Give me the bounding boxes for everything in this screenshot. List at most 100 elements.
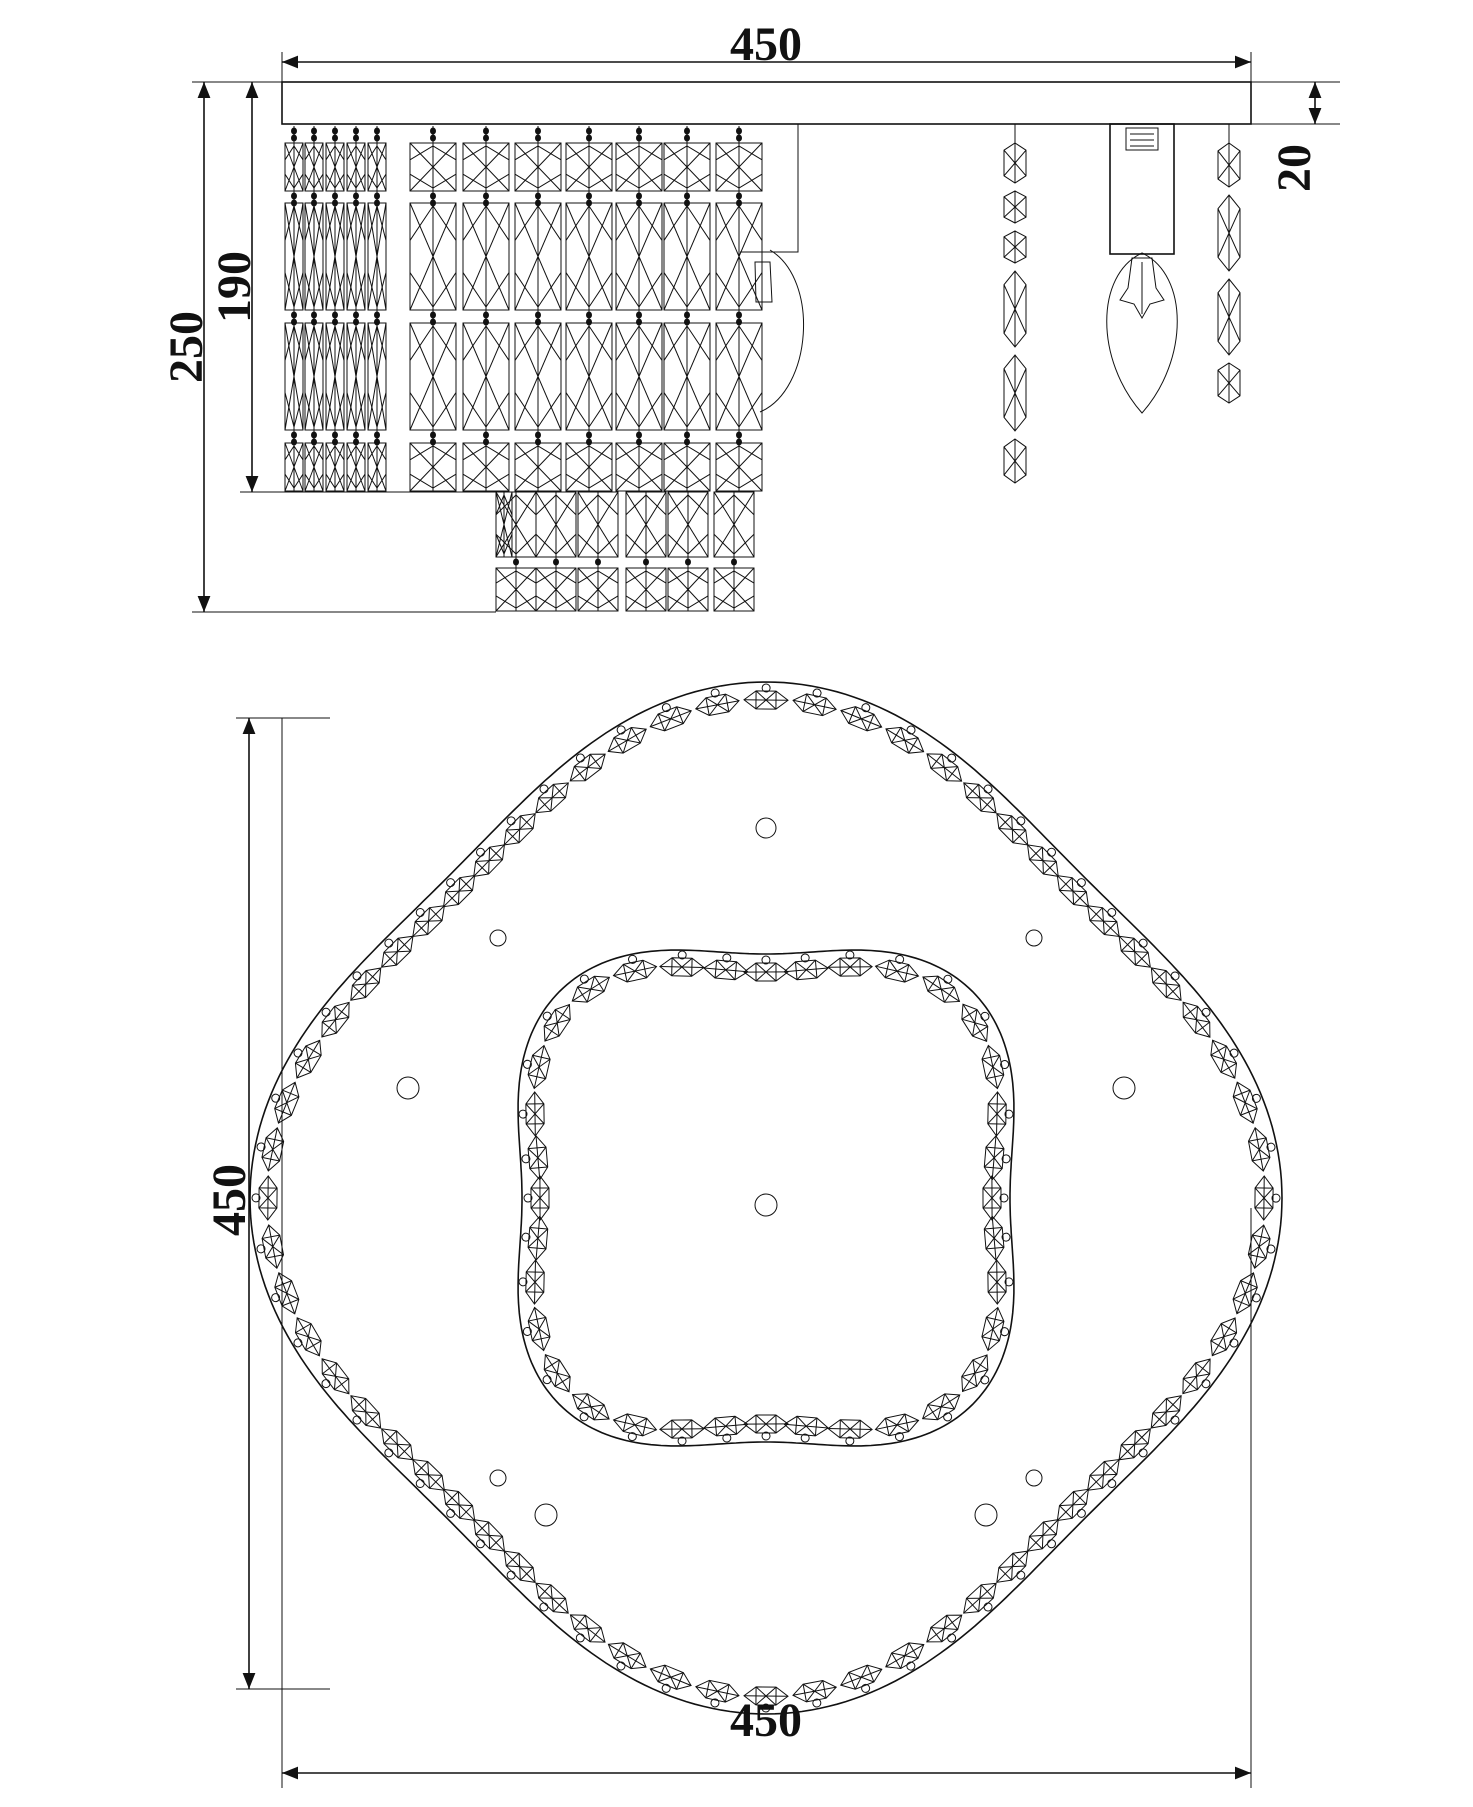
canopy-dimension: 20 — [1251, 81, 1340, 192]
crystal-prism — [284, 442, 304, 492]
plan-height-dimension: 450 — [203, 717, 330, 1690]
crystal-prism — [304, 202, 324, 311]
crystal-prism — [663, 322, 711, 431]
crystal-bead — [293, 1317, 322, 1357]
crystal-bead — [659, 1419, 705, 1446]
crystal-bead — [982, 1175, 1009, 1221]
crystal-bead — [442, 874, 476, 908]
crystal-bead — [703, 953, 749, 981]
crystal-prism — [346, 202, 366, 311]
crystal-bead — [1056, 874, 1090, 908]
crystal-prism — [462, 322, 510, 431]
crystal-bead — [885, 1642, 925, 1671]
crystal-prism — [715, 442, 763, 492]
crystal-bead — [827, 950, 873, 977]
crystal-bead — [996, 813, 1029, 846]
crystal-bead — [743, 683, 789, 710]
crystal-bead — [1026, 844, 1059, 877]
crystal-prism — [462, 142, 510, 192]
crystal-bead — [321, 1001, 350, 1038]
crystal-bead — [251, 1175, 278, 1221]
side-view: 450 20 250 190 — [160, 18, 1340, 613]
crystal-bead — [1182, 1358, 1211, 1395]
crystal-prism — [535, 491, 577, 558]
crystal-strand — [1217, 124, 1241, 404]
crystal-bead — [542, 1003, 571, 1042]
crystal-prism — [514, 322, 562, 431]
crystal-prism — [346, 322, 366, 431]
overall-height-label: 250 — [160, 311, 213, 383]
crystal-bead — [256, 1127, 285, 1172]
crystal-prism — [615, 142, 663, 192]
crystal-bead — [1182, 1001, 1211, 1038]
crystal-prism — [325, 322, 345, 431]
side-width-label: 450 — [730, 18, 802, 71]
plan-height-label: 450 — [203, 1164, 256, 1236]
crystal-bead — [649, 703, 692, 732]
crystal-prism — [715, 142, 763, 192]
left-bulb-assembly — [740, 123, 804, 413]
crystal-bead — [874, 954, 920, 983]
crystal-prism — [462, 202, 510, 311]
inner-frame — [517, 949, 1015, 1447]
crystal-prism — [565, 142, 613, 192]
crystal-bead — [412, 1458, 445, 1491]
crystal-bead — [963, 782, 997, 814]
mounting-holes — [396, 817, 1136, 1527]
crystal-bead — [571, 1393, 610, 1422]
crystal-bead — [926, 753, 963, 782]
crystal-bead — [743, 955, 789, 982]
crystal-bead — [792, 1679, 838, 1708]
crystal-bead — [1118, 935, 1151, 968]
crystal-bead — [607, 1642, 647, 1671]
crystal-bead — [442, 1488, 476, 1522]
crystal-prism — [304, 322, 324, 431]
crystal-bead — [743, 1414, 789, 1441]
overall-height-dimension: 250 — [160, 81, 496, 613]
crystal-bead — [256, 1224, 285, 1270]
crystal-bead — [535, 782, 569, 814]
crystal-bead — [1087, 1458, 1120, 1491]
crystal-bead — [350, 967, 382, 1001]
crystal-prism — [346, 142, 366, 192]
crystal-bead — [271, 1081, 300, 1124]
crystal-bead — [1210, 1317, 1239, 1357]
crystal-bead — [473, 1519, 506, 1552]
candle-bulb — [1106, 252, 1178, 414]
crystal-bead — [569, 1614, 606, 1643]
crystal-bead — [885, 725, 925, 754]
plan-view: 450 450 — [203, 681, 1283, 1788]
crystal-bead — [1026, 1519, 1059, 1552]
crystal-bead — [569, 753, 606, 782]
crystal-bead — [1232, 1081, 1261, 1124]
crystal-prism — [284, 202, 304, 311]
crystal-prism — [535, 567, 577, 612]
crystal-prism — [409, 202, 457, 311]
mounting-hole — [1025, 929, 1043, 947]
crystal-prism — [514, 142, 562, 192]
crystal-bead — [607, 725, 647, 754]
crystal-prism — [615, 442, 663, 492]
crystal-bead — [783, 1415, 829, 1443]
crystal-bead — [1150, 1395, 1182, 1429]
crystal-prism — [409, 322, 457, 431]
crystal-bead — [827, 1419, 873, 1446]
crystal-bead — [922, 974, 961, 1003]
crystal-bead — [503, 1550, 536, 1583]
crystal-bead — [518, 1091, 545, 1137]
crystal-prism — [462, 442, 510, 492]
crystal-bead — [612, 954, 658, 983]
crystal-bead — [412, 905, 445, 938]
crystal-bead — [961, 1003, 990, 1043]
crystal-bead — [703, 1415, 749, 1443]
crystal-strand — [1003, 124, 1027, 484]
crystal-bead — [840, 703, 883, 732]
crystal-bead — [659, 950, 705, 977]
crystal-bead — [743, 1686, 789, 1713]
crystal-prism — [625, 491, 667, 558]
crystal-prism — [304, 442, 324, 492]
mounting-hole — [754, 1193, 778, 1217]
crystal-bead — [522, 1306, 551, 1352]
crystal-bead — [921, 1393, 961, 1422]
